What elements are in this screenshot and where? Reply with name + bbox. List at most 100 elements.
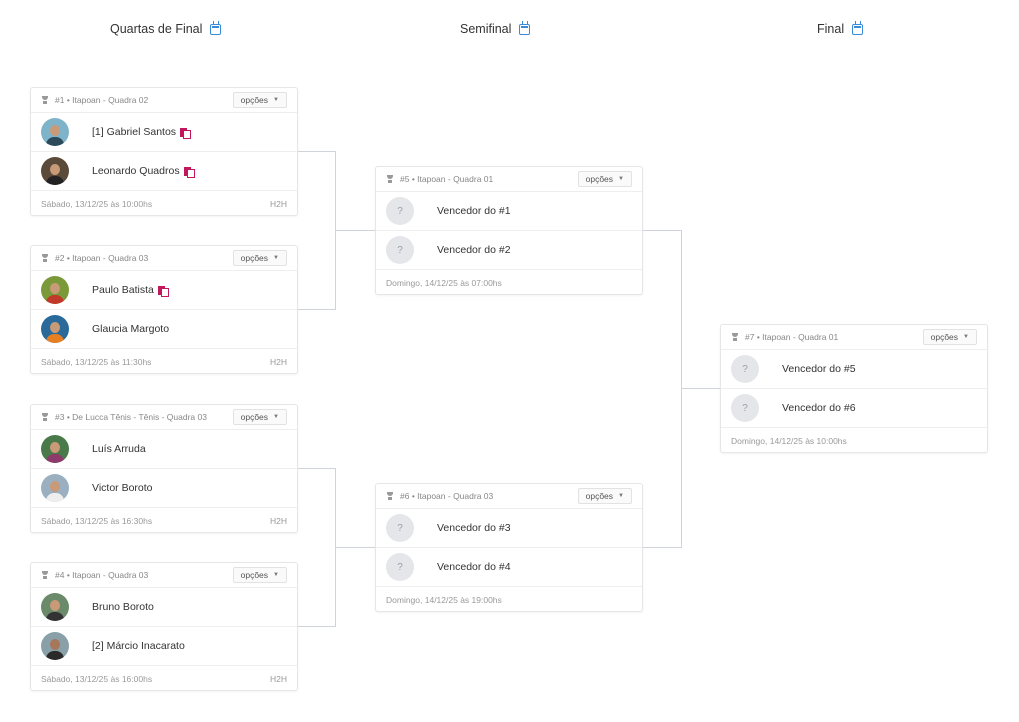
match-card-6: #6 • Itapoan - Quadra 03 opções ▼ ? Venc… — [375, 483, 643, 612]
calendar-icon[interactable] — [210, 20, 222, 35]
player-row[interactable]: [2] Márcio Inacarato — [31, 627, 297, 666]
player-name: Vencedor do #1 — [437, 205, 511, 217]
flag-icon — [180, 127, 192, 139]
player-name: Vencedor do #5 — [782, 363, 856, 375]
match-location: #5 • Itapoan - Quadra 01 — [400, 174, 494, 184]
player-name: Leonardo Quadros — [92, 165, 180, 177]
options-label: opções — [585, 174, 614, 184]
match-footer: Sábado, 13/12/25 às 10:00hs H2H — [31, 191, 297, 216]
player-row[interactable]: Luís Arruda — [31, 430, 297, 469]
round-title: Final — [817, 22, 845, 36]
bracket-connector — [297, 626, 335, 627]
match-header: #4 • Itapoan - Quadra 03 opções ▼ — [31, 563, 297, 588]
player-row[interactable]: Glaucia Margoto — [31, 310, 297, 349]
caret-down-icon: ▼ — [273, 97, 279, 103]
options-dropdown[interactable]: opções ▼ — [232, 250, 287, 266]
avatar — [41, 632, 69, 660]
unknown-avatar: ? — [386, 553, 414, 581]
match-card-2: #2 • Itapoan - Quadra 03 opções ▼ Paulo … — [30, 245, 298, 374]
options-dropdown[interactable]: opções ▼ — [232, 567, 287, 583]
match-header: #1 • Itapoan - Quadra 02 opções ▼ — [31, 88, 297, 113]
player-row[interactable]: Paulo Batista — [31, 271, 297, 310]
avatar — [41, 435, 69, 463]
player-row[interactable]: Leonardo Quadros — [31, 152, 297, 191]
match-card-1: #1 • Itapoan - Quadra 02 opções ▼ [1] Ga… — [30, 87, 298, 216]
player-row[interactable]: Victor Boroto — [31, 469, 297, 508]
player-name: Luís Arruda — [92, 443, 146, 455]
trophy-icon — [41, 413, 49, 421]
match-footer: Sábado, 13/12/25 às 11:30hs H2H — [31, 349, 297, 374]
options-label: opções — [240, 570, 269, 580]
round-header-quarterfinal: Quartas de Final — [110, 20, 222, 36]
match-location: #6 • Itapoan - Quadra 03 — [400, 491, 494, 501]
player-row[interactable]: ? Vencedor do #3 — [376, 509, 642, 548]
player-row[interactable]: [1] Gabriel Santos — [31, 113, 297, 152]
bracket-connector — [681, 230, 682, 548]
options-label: opções — [240, 412, 269, 422]
flag-icon — [183, 166, 195, 178]
unknown-avatar: ? — [731, 394, 759, 422]
match-location: #1 • Itapoan - Quadra 02 — [55, 95, 149, 105]
trophy-icon — [386, 175, 394, 183]
bracket-connector — [681, 388, 721, 389]
bracket-connector — [297, 309, 335, 310]
match-location: #7 • Itapoan - Quadra 01 — [745, 332, 839, 342]
bracket-connector — [642, 547, 681, 548]
caret-down-icon: ▼ — [963, 334, 969, 340]
bracket-connector — [297, 151, 335, 152]
player-row[interactable]: Bruno Boroto — [31, 588, 297, 627]
match-date: Sábado, 13/12/25 às 10:00hs — [41, 198, 153, 209]
options-label: opções — [240, 253, 269, 263]
unknown-avatar: ? — [386, 236, 414, 264]
player-name: Vencedor do #4 — [437, 561, 511, 573]
options-dropdown[interactable]: opções ▼ — [232, 92, 287, 108]
match-date: Sábado, 13/12/25 às 16:00hs — [41, 673, 153, 684]
match-footer: Sábado, 13/12/25 às 16:30hs H2H — [31, 508, 297, 533]
options-dropdown[interactable]: opções ▼ — [577, 171, 632, 187]
match-date: Domingo, 14/12/25 às 19:00hs — [386, 594, 502, 605]
match-header: #5 • Itapoan - Quadra 01 opções ▼ — [376, 167, 642, 192]
caret-down-icon: ▼ — [618, 176, 624, 182]
match-footer: Domingo, 14/12/25 às 10:00hs — [721, 428, 987, 453]
unknown-avatar: ? — [731, 355, 759, 383]
caret-down-icon: ▼ — [618, 493, 624, 499]
match-header: #2 • Itapoan - Quadra 03 opções ▼ — [31, 246, 297, 271]
match-header: #6 • Itapoan - Quadra 03 opções ▼ — [376, 484, 642, 509]
match-footer: Sábado, 13/12/25 às 16:00hs H2H — [31, 666, 297, 691]
player-name: Victor Boroto — [92, 482, 153, 494]
options-dropdown[interactable]: opções ▼ — [922, 329, 977, 345]
options-dropdown[interactable]: opções ▼ — [577, 488, 632, 504]
player-name: [2] Márcio Inacarato — [92, 640, 185, 652]
round-title: Quartas de Final — [110, 22, 203, 36]
player-row[interactable]: ? Vencedor do #2 — [376, 231, 642, 270]
match-card-4: #4 • Itapoan - Quadra 03 opções ▼ Bruno … — [30, 562, 298, 691]
options-label: opções — [585, 491, 614, 501]
match-footer: Domingo, 14/12/25 às 19:00hs — [376, 587, 642, 612]
match-location: #3 • De Lucca Tênis - Tênis - Quadra 03 — [55, 412, 207, 422]
player-name: [1] Gabriel Santos — [92, 126, 177, 138]
match-card-7: #7 • Itapoan - Quadra 01 opções ▼ ? Venc… — [720, 324, 988, 453]
options-label: opções — [240, 95, 269, 105]
match-footer: Domingo, 14/12/25 às 07:00hs — [376, 270, 642, 295]
player-row[interactable]: ? Vencedor do #1 — [376, 192, 642, 231]
caret-down-icon: ▼ — [273, 414, 279, 420]
trophy-icon — [41, 571, 49, 579]
options-label: opções — [930, 332, 959, 342]
h2h-link[interactable]: H2H — [269, 673, 287, 684]
calendar-icon[interactable] — [852, 20, 864, 35]
calendar-icon[interactable] — [519, 20, 531, 35]
h2h-link[interactable]: H2H — [269, 198, 287, 209]
player-row[interactable]: ? Vencedor do #4 — [376, 548, 642, 587]
h2h-link[interactable]: H2H — [269, 356, 287, 367]
round-header-semifinal: Semifinal — [460, 20, 531, 36]
match-date: Domingo, 14/12/25 às 10:00hs — [731, 435, 847, 446]
options-dropdown[interactable]: opções ▼ — [232, 409, 287, 425]
player-row[interactable]: ? Vencedor do #6 — [721, 389, 987, 428]
caret-down-icon: ▼ — [273, 255, 279, 261]
match-header: #7 • Itapoan - Quadra 01 opções ▼ — [721, 325, 987, 350]
player-row[interactable]: ? Vencedor do #5 — [721, 350, 987, 389]
player-name: Paulo Batista — [92, 284, 154, 296]
bracket-connector — [335, 547, 376, 548]
trophy-icon — [731, 333, 739, 341]
h2h-link[interactable]: H2H — [269, 515, 287, 526]
